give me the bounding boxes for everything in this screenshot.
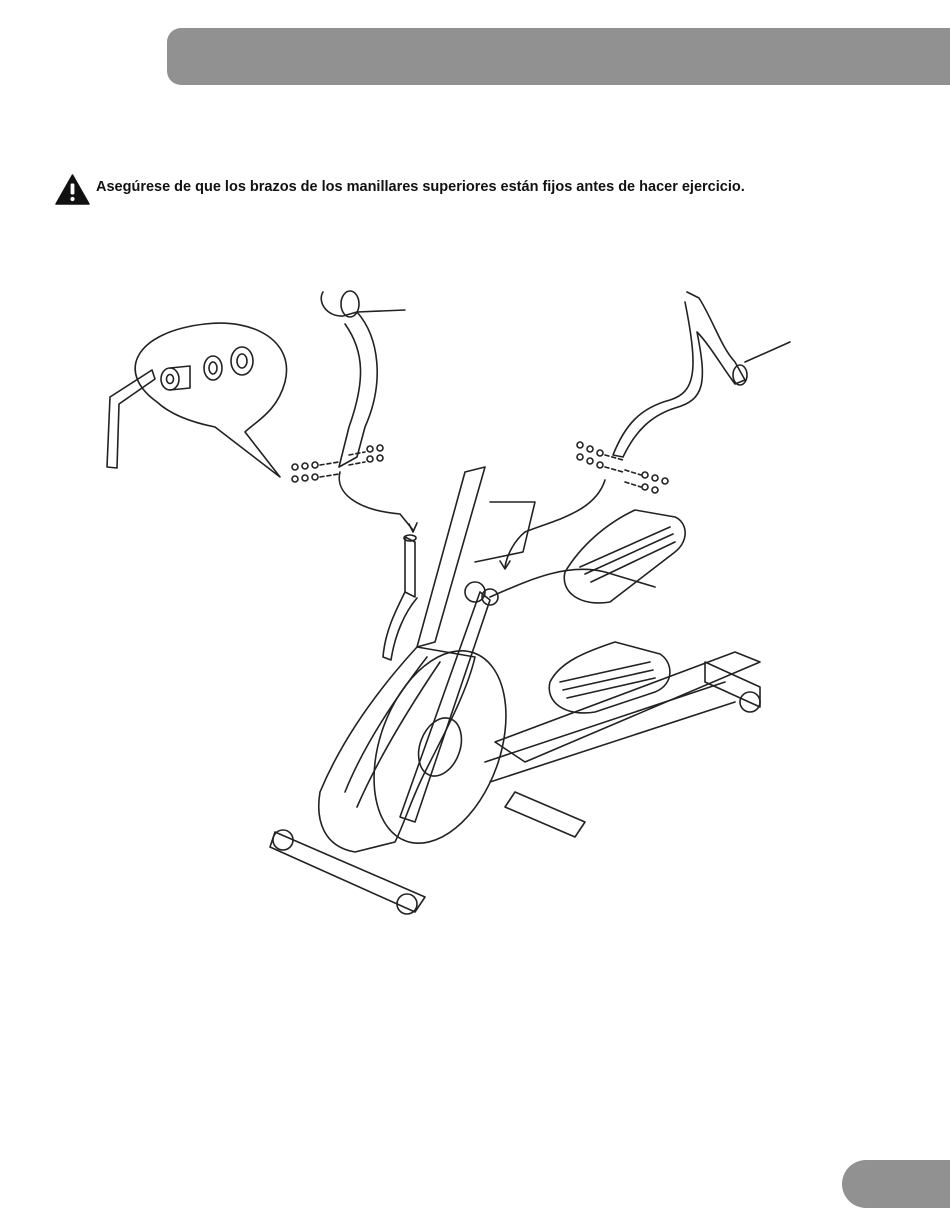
page-tab xyxy=(842,1160,950,1208)
pedal-left xyxy=(549,642,670,713)
header-bar xyxy=(167,28,950,85)
lock-washer-icon xyxy=(204,356,222,380)
left-upper-handlebar-arm xyxy=(292,291,417,532)
bolt-icon xyxy=(161,366,190,390)
warning-notice: Asegúrese de que los brazos de los manil… xyxy=(55,174,915,206)
assembly-diagram xyxy=(95,262,815,922)
warning-triangle-icon xyxy=(55,174,90,205)
flat-washer-icon xyxy=(231,347,253,375)
hex-key-icon xyxy=(107,370,155,468)
right-upper-handlebar-arm xyxy=(500,292,790,569)
right-fasteners xyxy=(577,442,668,493)
pedal-right xyxy=(564,510,685,603)
elliptical-frame xyxy=(270,467,760,914)
hardware-callout xyxy=(107,323,287,477)
left-fasteners xyxy=(292,445,383,482)
warning-text: Asegúrese de que los brazos de los manil… xyxy=(96,179,745,195)
